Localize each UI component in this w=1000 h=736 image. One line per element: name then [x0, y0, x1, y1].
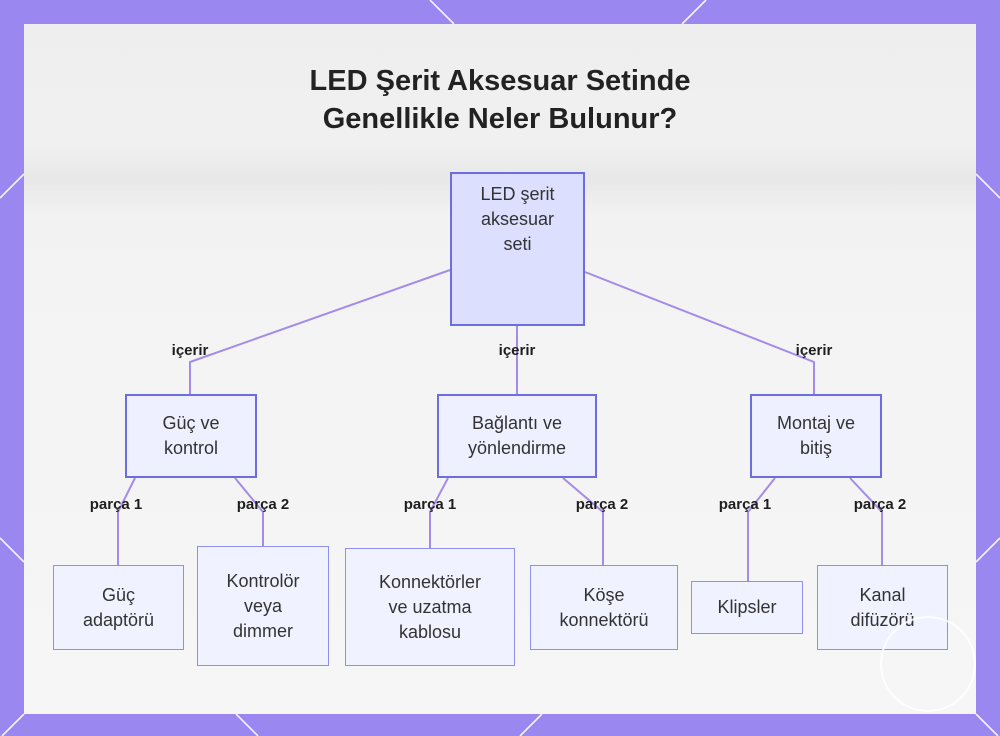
edge-label-power: içerir — [171, 342, 209, 359]
part-node-connectors: Konnektörler ve uzatma kablosu — [345, 548, 515, 666]
category-mounting-line-2: bitiş — [799, 438, 832, 458]
part-3-line-3: kablosu — [398, 621, 462, 642]
root-line-2: aksesuar — [480, 209, 555, 229]
part-node-power-adapter: Güç adaptörü — [53, 565, 184, 650]
title-line-2: Genellikle Neler Bulunur? — [322, 103, 678, 135]
part-1-line-1: Güç — [101, 584, 135, 605]
category-node-mounting: Montaj ve bitiş — [750, 394, 882, 478]
root-line-3: seti — [503, 234, 532, 254]
part-node-clips: Klipsler — [691, 581, 803, 634]
edge-label-part-1: parça 1 — [89, 496, 143, 513]
part-2-line-2: veya — [243, 595, 282, 616]
edge-label-connection: içerir — [498, 342, 536, 359]
link-mounting-part2 — [849, 477, 883, 565]
edge-label-part-6: parça 2 — [853, 496, 907, 513]
diagram-title: LED Şerit Aksesuar Setinde Genellikle Ne… — [0, 62, 1000, 138]
category-node-connection: Bağlantı ve yönlendirme — [437, 394, 597, 478]
category-connection-line-2: yönlendirme — [467, 438, 567, 458]
part-3-line-1: Konnektörler — [378, 571, 482, 592]
part-3-line-2: ve uzatma — [388, 596, 472, 617]
edge-label-part-4: parça 2 — [575, 496, 629, 513]
link-mounting-part1 — [747, 477, 776, 581]
category-mounting-line-1: Montaj ve — [776, 413, 856, 433]
category-power-line-2: kontrol — [163, 438, 219, 458]
edge-label-mounting: içerir — [795, 342, 833, 359]
category-node-power: Güç ve kontrol — [125, 394, 257, 478]
part-1-line-2: adaptörü — [82, 609, 155, 630]
category-connection-line-1: Bağlantı ve — [471, 413, 563, 433]
link-connection-part1 — [429, 477, 449, 548]
part-node-corner-connector: Köşe konnektörü — [530, 565, 678, 650]
edge-label-part-2: parça 2 — [236, 496, 290, 513]
link-power-part2 — [234, 477, 264, 546]
part-node-controller: Kontrolör veya dimmer — [197, 546, 329, 666]
link-power-part1 — [117, 477, 136, 565]
part-6-line-1: Kanal — [859, 584, 906, 605]
part-5-line-1: Klipsler — [717, 597, 777, 617]
watermark-logo — [880, 616, 976, 712]
link-connection-part2 — [562, 477, 604, 565]
part-2-line-1: Kontrolör — [226, 570, 300, 591]
part-4-line-2: konnektörü — [559, 609, 649, 630]
edge-label-part-5: parça 1 — [718, 496, 772, 513]
link-root-mounting — [584, 271, 815, 394]
part-2-line-3: dimmer — [232, 620, 293, 641]
edge-label-part-3: parça 1 — [403, 496, 457, 513]
root-line-1: LED şerit — [480, 184, 555, 204]
title-line-1: LED Şerit Aksesuar Setinde — [309, 65, 691, 97]
part-4-line-1: Köşe — [583, 584, 625, 605]
category-power-line-1: Güç ve — [162, 413, 220, 433]
root-node: LED şerit aksesuar seti — [450, 172, 585, 326]
link-root-power — [189, 269, 451, 394]
